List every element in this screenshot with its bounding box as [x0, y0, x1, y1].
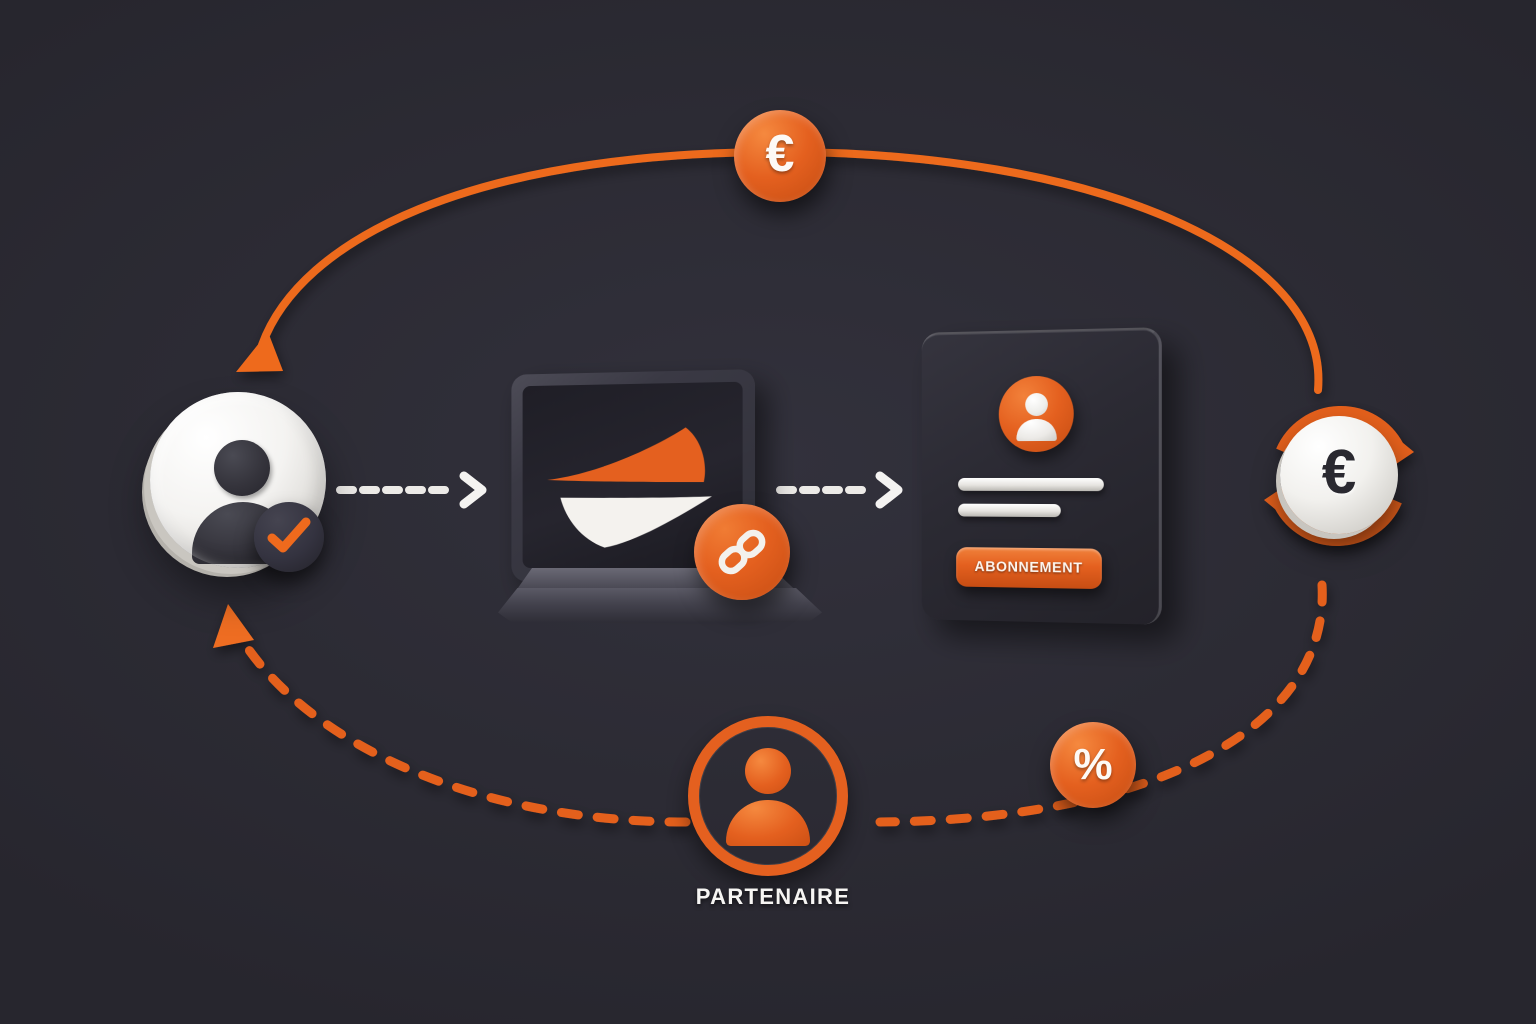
check-icon — [254, 502, 324, 572]
laptop-chassis — [498, 588, 822, 622]
node-subscription-card[interactable]: ABONNEMENT — [918, 327, 1188, 630]
partner-label: PARTENAIRE — [695, 884, 851, 909]
user-head-icon — [745, 748, 791, 794]
node-client-verified[interactable] — [142, 380, 342, 600]
euro-symbol: € — [1321, 438, 1357, 507]
percent-coin-symbol: % — [1073, 740, 1113, 789]
connector-client-to-platform — [336, 471, 487, 509]
card-text-line — [958, 477, 1104, 492]
card-surface: ABONNEMENT — [921, 327, 1162, 625]
abonnement-button-label: ABONNEMENT — [974, 559, 1083, 577]
laptop-lid — [511, 369, 756, 587]
node-platform-laptop[interactable] — [498, 369, 838, 632]
user-circle-icon — [688, 716, 848, 876]
node-recurring-euro[interactable]: € — [1238, 378, 1438, 588]
user-body-icon — [1016, 418, 1057, 442]
euro-coin-icon: € — [734, 110, 826, 202]
link-icon — [694, 504, 790, 600]
laptop-screen — [522, 381, 743, 573]
euro-coin: € — [1280, 416, 1398, 534]
euro-coin-symbol: € — [765, 125, 795, 183]
card-text-line — [958, 503, 1061, 518]
user-head-icon — [214, 440, 270, 496]
swoosh-logo-icon — [543, 423, 726, 559]
user-icon — [998, 375, 1074, 453]
percent-coin-icon: % — [1050, 722, 1136, 808]
user-head-icon — [1025, 392, 1048, 417]
node-partner[interactable]: PARTENAIRE — [688, 716, 858, 916]
abonnement-button[interactable]: ABONNEMENT — [956, 547, 1102, 590]
